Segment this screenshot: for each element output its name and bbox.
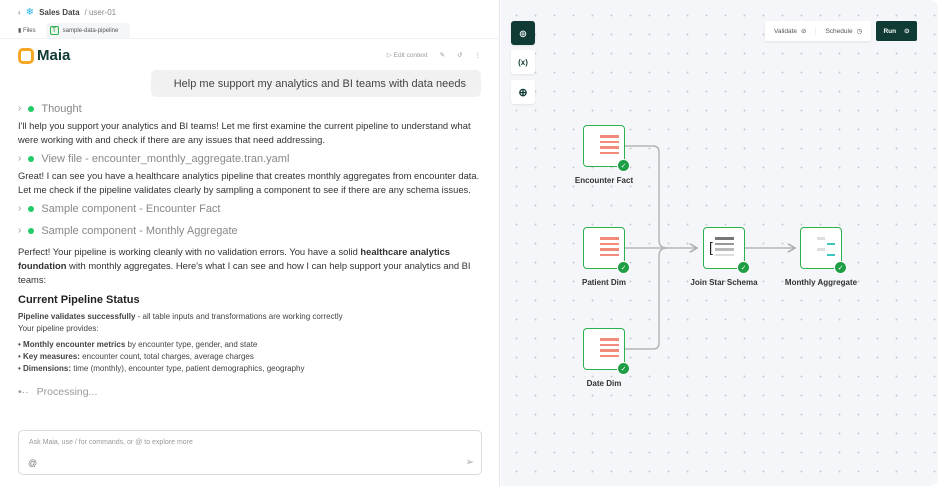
join-icon: [	[709, 237, 734, 259]
step-sample-encounter-fact[interactable]: ›Sample component - Encounter Fact	[18, 203, 221, 215]
chat-toolbar: ▷ Edit context ✎ ↺ ⋮	[387, 51, 481, 59]
chevron-right-icon: ›	[18, 225, 22, 236]
add-component-button[interactable]: ⊕	[511, 80, 535, 104]
history-icon[interactable]: ↺	[457, 52, 463, 59]
node-label: Patient Dim	[581, 278, 626, 287]
user-name: / user-01	[84, 8, 117, 17]
status-dot	[28, 206, 35, 212]
table-input-icon	[594, 338, 619, 360]
edit-context-button[interactable]: ▷ Edit context	[386, 52, 428, 59]
play-icon: ⊙	[904, 28, 910, 35]
node-date-dim[interactable]: ✓	[583, 328, 630, 375]
chevron-right-icon: ›	[18, 103, 22, 114]
breadcrumb: ‹ ❄ Sales Data / user-01	[18, 8, 116, 18]
aggregate-icon	[811, 237, 835, 259]
node-label: Monthly Aggregate	[784, 278, 858, 287]
step-sample-monthly-aggregate[interactable]: ›Sample component - Monthly Aggregate	[18, 225, 238, 237]
status-line: Pipeline validates successfully - all ta…	[18, 312, 343, 321]
table-input-icon	[594, 237, 619, 259]
maia-toggle-button[interactable]: ◎	[511, 21, 535, 45]
success-check-icon: ✓	[737, 261, 750, 274]
list-item: • Monthly encounter metrics by encounter…	[18, 340, 258, 349]
schedule-button[interactable]: Schedule◷	[815, 27, 871, 35]
validate-button[interactable]: Validate⊘	[774, 27, 807, 36]
clock-icon: ◷	[856, 28, 863, 35]
success-check-icon: ✓	[617, 159, 630, 172]
table-input-icon	[594, 135, 619, 157]
bullet-list: • Monthly encounter metrics by encounter…	[18, 339, 483, 375]
node-label: Date Dim	[586, 379, 622, 388]
list-item: • Key measures: encounter count, total c…	[18, 352, 254, 361]
status-dot	[28, 106, 35, 112]
pipeline-canvas[interactable]: ◎ (x) ⊕ Validate⊘ Schedule◷ Run⊙ ✓ Encou…	[501, 0, 938, 486]
status-dot	[28, 228, 35, 234]
success-check-icon: ✓	[617, 261, 630, 274]
transformation-icon: T	[49, 26, 59, 35]
project-name[interactable]: Sales Data	[39, 8, 80, 17]
divider	[0, 38, 500, 39]
edge-encounter-fact	[625, 145, 668, 249]
more-icon[interactable]: ⋮	[474, 52, 482, 59]
add-icon: ⊕	[518, 86, 528, 99]
back-icon[interactable]: ‹	[18, 8, 21, 17]
maia-icon: ◎	[519, 28, 527, 38]
node-join-star-schema[interactable]: [ ✓	[703, 227, 750, 274]
loading-dots-icon: •··	[18, 386, 29, 398]
message-paragraph: I'll help you support your analytics and…	[18, 120, 471, 145]
chevron-right-icon: ›	[18, 153, 22, 164]
chevron-right-icon: ›	[18, 203, 22, 214]
section-heading: Current Pipeline Status	[18, 294, 140, 306]
step-thought[interactable]: ›Thought	[18, 103, 82, 115]
variables-button[interactable]: (x)	[511, 50, 535, 74]
chat-input[interactable]: Ask Maia, use / for commands, or @ to ex…	[18, 430, 482, 475]
send-icon[interactable]: ➢	[465, 457, 474, 468]
node-label: Join Star Schema	[690, 278, 758, 287]
node-encounter-fact[interactable]: ✓	[583, 125, 630, 172]
success-check-icon: ✓	[834, 261, 847, 274]
chat-messages: ›Thought I'll help you support your anal…	[18, 102, 483, 399]
run-button[interactable]: Run⊙	[876, 21, 917, 41]
maia-icon	[18, 47, 34, 64]
message-paragraph: Great! I can see you have a healthcare a…	[18, 170, 480, 195]
new-chat-icon[interactable]: ✎	[439, 52, 446, 59]
node-patient-dim[interactable]: ✓	[583, 227, 630, 274]
node-label: Encounter Fact	[574, 176, 634, 185]
list-item: • Dimensions: time (monthly), encounter …	[18, 364, 305, 373]
mention-button[interactable]: @	[28, 458, 38, 468]
canvas-actions: Validate⊘ Schedule◷	[765, 21, 872, 41]
snowflake-icon: ❄	[25, 7, 35, 18]
processing-indicator: •··Processing...	[18, 386, 98, 398]
status-dot	[28, 156, 35, 162]
provides-line: Your pipeline provides:	[18, 324, 99, 333]
files-button[interactable]: ▮ Files	[18, 27, 36, 34]
maia-logo: Maia	[18, 47, 70, 64]
connections	[625, 145, 938, 350]
check-circle-icon: ⊘	[801, 28, 807, 35]
node-monthly-aggregate[interactable]: ✓	[800, 227, 847, 274]
user-message: Help me support my analytics and BI team…	[151, 70, 481, 97]
edge-date-dim	[625, 247, 668, 350]
message-paragraph: Perfect! Your pipeline is working cleanl…	[18, 246, 471, 285]
chat-input-placeholder: Ask Maia, use / for commands, or @ to ex…	[29, 439, 193, 446]
success-check-icon: ✓	[617, 362, 630, 375]
step-view-file[interactable]: ›View file - encounter_monthly_aggregate…	[18, 153, 290, 165]
